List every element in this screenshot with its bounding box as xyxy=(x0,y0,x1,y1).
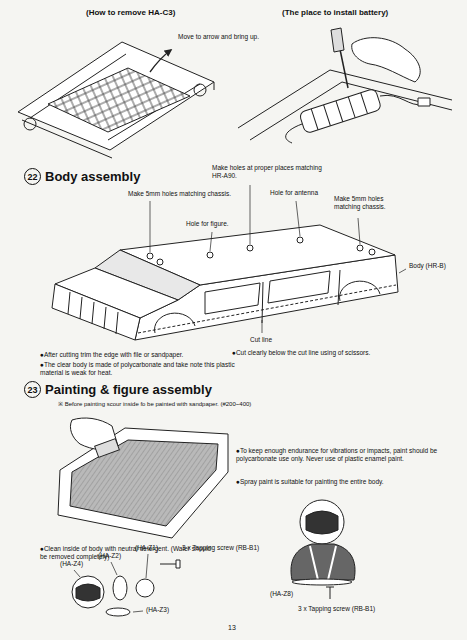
page-number: 13 xyxy=(228,624,236,632)
part-number: (HA-Z4) xyxy=(60,560,83,568)
step-heading: 22 Body assembly xyxy=(24,168,140,185)
step-title: Painting & figure assembly xyxy=(45,382,212,397)
figure-drawing xyxy=(72,500,355,616)
instruction-note: Move to arrow and bring up. xyxy=(178,33,259,41)
step-number: 22 xyxy=(24,168,41,185)
part-number: (HA-Z3) xyxy=(146,606,169,614)
callout-label: Make holes at proper places matching HR-… xyxy=(212,164,324,180)
callout-label: Make 5mm holes matching chassis. xyxy=(128,190,231,198)
part-label: Body (HR-B) xyxy=(409,262,451,270)
part-label: 3 x Tapping screw (RB-B1) xyxy=(298,605,375,613)
painting-drawing xyxy=(58,418,228,538)
body-drawing xyxy=(52,225,398,340)
step-title: Body assembly xyxy=(45,169,140,184)
view-caption: (The place to install battery) xyxy=(282,8,388,18)
part-number: (HA-Z2) xyxy=(98,552,121,560)
view-caption: (How to remove HA-C3) xyxy=(86,8,175,18)
callout-label: Cut line xyxy=(250,336,272,344)
step-heading: 23 Painting & figure assembly xyxy=(24,381,212,398)
callout-label: Make 5mm holes matching chassis. xyxy=(334,195,406,211)
chassis-drawing xyxy=(18,42,214,158)
part-number: (HA-Z1) xyxy=(135,544,158,552)
part-number: (HA-Z8) xyxy=(270,590,293,598)
instruction-note: ●After cutting trim the edge with file o… xyxy=(40,351,183,359)
battery-drawing xyxy=(238,28,452,143)
instruction-note: ●The clear body is made of polycarbonate… xyxy=(40,361,250,377)
callout-label: Hole for antenna xyxy=(270,189,318,197)
part-label: 3 x Tapping screw (RB-B1) xyxy=(182,544,259,552)
instruction-note: ●To keep enough endurance for vibrations… xyxy=(236,447,441,463)
instruction-note: ※ Before painting scour inside fo be pai… xyxy=(58,401,251,408)
instruction-note: ●Spray paint is suitable for painting th… xyxy=(236,478,384,486)
callout-label: Hole for figure. xyxy=(186,220,229,228)
step-number: 23 xyxy=(24,381,41,398)
instruction-note: ●Cut clearly below the cut line using of… xyxy=(232,349,370,357)
